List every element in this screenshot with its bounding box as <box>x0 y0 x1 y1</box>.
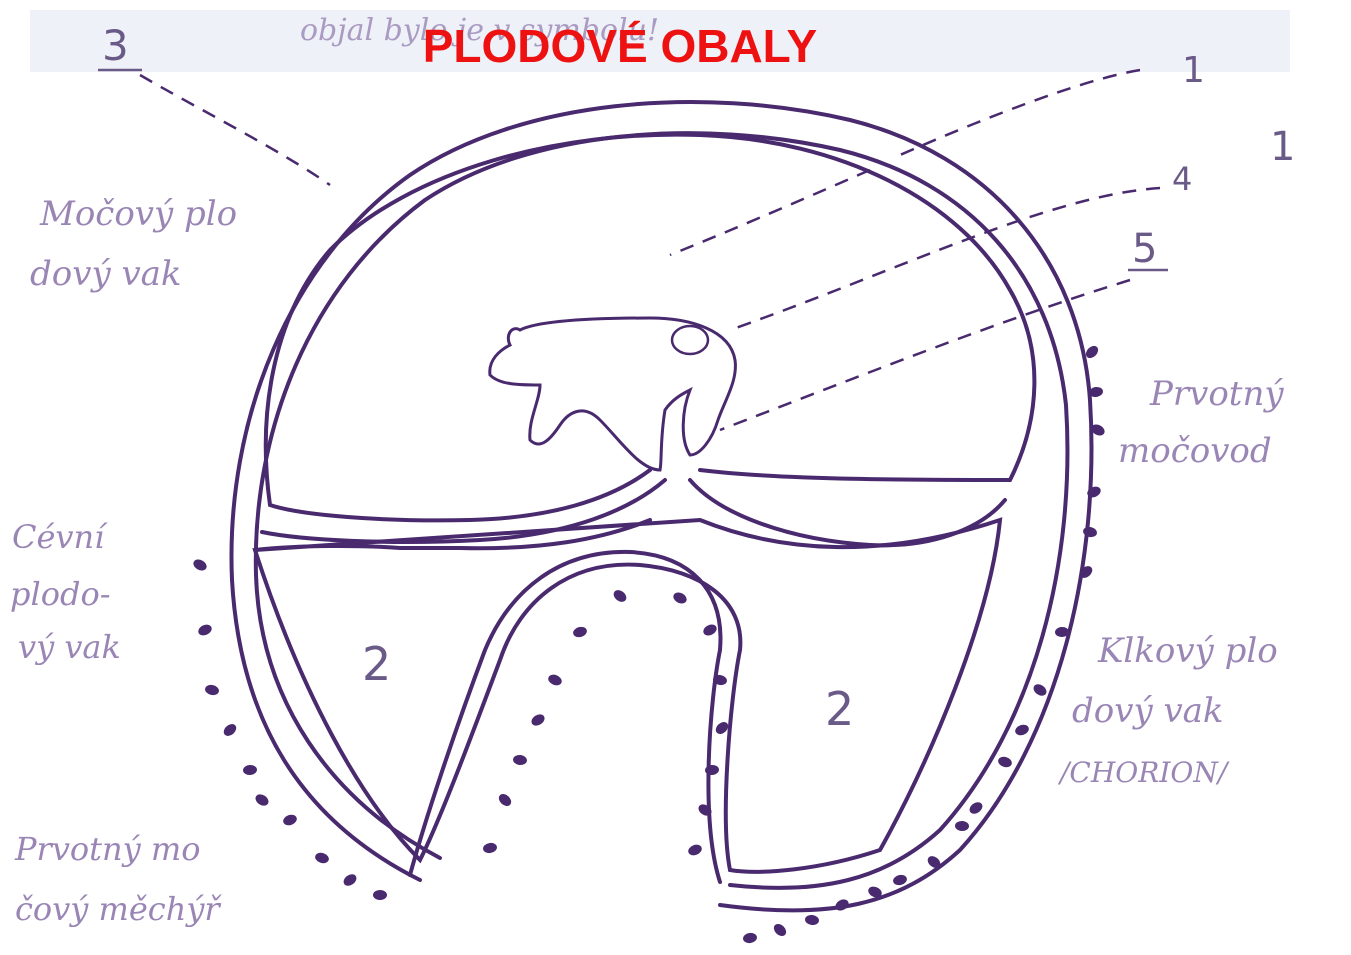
leader-line-1-inner <box>670 170 870 255</box>
villus-dot <box>611 588 628 604</box>
label-prvotny-mechyr-line2: čový měchýř <box>15 890 222 928</box>
villus-dot <box>341 872 358 888</box>
label-number-2-right: 2 <box>825 682 854 736</box>
villus-dot <box>204 684 220 697</box>
villus-dot <box>373 890 387 900</box>
villus-dot <box>892 873 908 886</box>
villus-dot <box>671 590 688 605</box>
villus-dot <box>967 800 984 816</box>
villus-dot <box>1031 682 1048 698</box>
villus-dot <box>282 813 299 827</box>
label-klkovy-line1: Klkový plo <box>1097 631 1278 671</box>
villus-dot <box>529 712 546 728</box>
fetus-outline <box>490 318 736 470</box>
label-number-1: 1 <box>1182 50 1205 91</box>
leader-line-1 <box>900 70 1140 155</box>
villus-dot <box>833 897 850 913</box>
diagram-title: PLODOVÉ OBALY <box>423 20 817 72</box>
villus-dot <box>482 842 498 854</box>
villus-dot <box>191 557 208 572</box>
villus-dot <box>1086 485 1103 500</box>
villus-dot <box>1014 723 1030 737</box>
villus-dot <box>496 792 513 809</box>
villus-dot <box>702 622 719 637</box>
villus-dot <box>1082 526 1098 539</box>
label-cevni-line3: vý vak <box>18 628 121 666</box>
villus-dot <box>687 843 704 857</box>
label-number-2-left: 2 <box>362 637 391 691</box>
leader-line-3 <box>140 75 330 185</box>
villus-dot <box>243 765 258 776</box>
label-number-5: 5 <box>1132 226 1157 272</box>
leader-line-4 <box>730 188 1160 330</box>
villus-dot <box>253 792 270 808</box>
label-number-3: 3 <box>102 21 129 70</box>
label-klkovy-line2: dový vak <box>1072 691 1224 731</box>
label-number-1b: 1 <box>1270 124 1295 170</box>
label-cevni-line2: plodo- <box>10 575 111 613</box>
label-prvotny-mocovod-line1: Prvotný <box>1149 374 1284 414</box>
label-cevni-line1: Cévní <box>12 518 108 556</box>
villus-dot <box>742 932 757 944</box>
label-mocovy-line2: dový vak <box>30 254 182 294</box>
label-mocovy-line1: Močový plo <box>39 194 237 234</box>
villus-dot <box>547 673 564 688</box>
villus-dot <box>314 851 330 865</box>
villus-dot <box>771 922 788 939</box>
villus-dot <box>804 914 819 926</box>
villus-dot <box>513 754 528 765</box>
fetus-ear-detail <box>672 326 708 354</box>
villus-dot <box>997 755 1013 769</box>
yolk-sac <box>255 520 1000 882</box>
villus-dot <box>572 625 588 638</box>
amnion-sac <box>262 135 1034 546</box>
label-prvotny-mocovod-line2: močovod <box>1118 431 1272 471</box>
villus-dot <box>197 623 214 638</box>
villus-dot <box>955 821 969 831</box>
villus-dot <box>221 722 238 739</box>
label-number-4: 4 <box>1172 160 1192 198</box>
label-klkovy-line3: /CHORION/ <box>1057 756 1230 789</box>
label-prvotny-mechyr-line1: Prvotný mo <box>14 830 201 868</box>
